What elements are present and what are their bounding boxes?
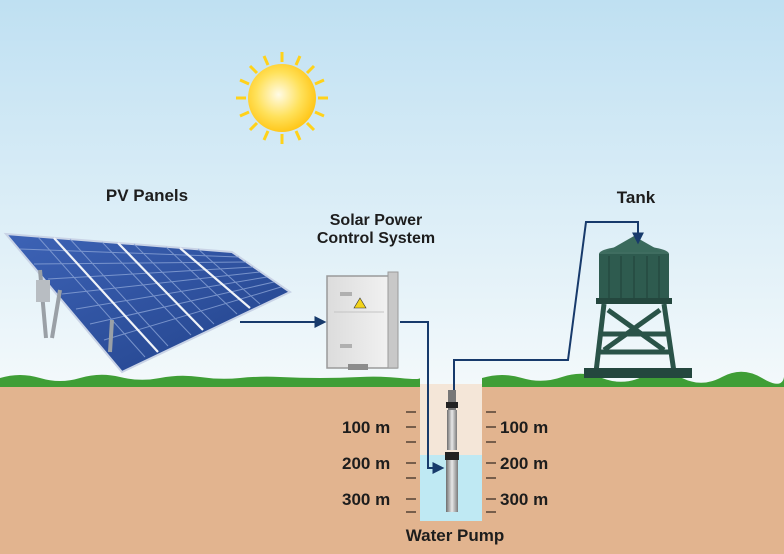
flow-arrows [240, 221, 644, 474]
pv-panels-label: PV Panels [105, 186, 189, 205]
grass-right [482, 371, 784, 387]
depth-label-left-300: 300 m [342, 490, 391, 509]
soil [0, 384, 784, 554]
water-pump-label: Water Pump [405, 526, 505, 545]
water-tank [584, 236, 692, 378]
grass [0, 374, 420, 387]
pv-panels [3, 232, 292, 374]
depth-label-left-100: 100 m [342, 418, 391, 437]
depth-ticks-right [486, 411, 496, 513]
depth-label-right-200: 200 m [500, 454, 549, 473]
depth-label-right-300: 300 m [500, 490, 549, 509]
control-system-label-line2: Control System [316, 230, 436, 248]
controller-to-pump-arrow [400, 321, 445, 474]
depth-ticks-left [406, 411, 416, 513]
depth-label-right-100: 100 m [500, 418, 549, 437]
tank-label: Tank [616, 188, 656, 207]
control-system-label-line1: Solar Power [329, 212, 423, 229]
control-system-label: Solar Power Control System [296, 212, 456, 249]
submersible-pump [445, 390, 459, 512]
depth-label-left-200: 200 m [342, 454, 391, 473]
pump-to-tank-arrow [453, 221, 644, 390]
control-box [326, 271, 399, 370]
sun-icon [236, 52, 328, 144]
